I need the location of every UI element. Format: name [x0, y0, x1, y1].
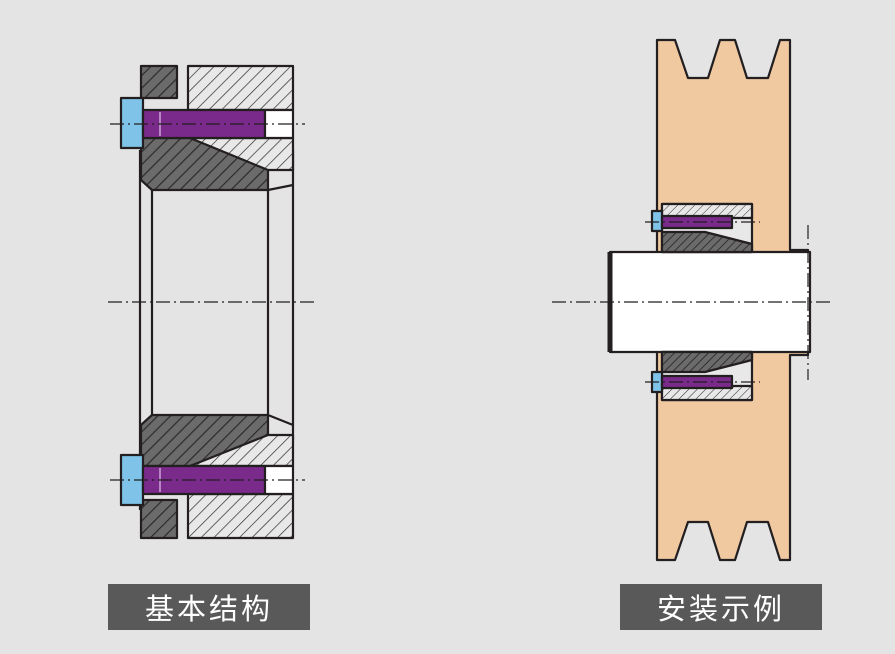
caption-installation-example: 安装示例 — [620, 584, 822, 630]
outer-flange-bottom — [139, 498, 179, 540]
center-lines-right — [552, 221, 832, 383]
locking-assembly-bottom — [650, 350, 754, 402]
inner-ring-bottom — [186, 492, 295, 540]
center-lines-left — [108, 123, 318, 481]
caption-basic-structure: 基本结构 — [108, 584, 310, 630]
installation-example-drawing — [552, 38, 832, 562]
outer-flange-top — [139, 64, 179, 100]
inner-ring-top — [186, 64, 295, 112]
locking-assembly-top — [650, 202, 754, 254]
basic-structure-drawing — [108, 64, 318, 540]
